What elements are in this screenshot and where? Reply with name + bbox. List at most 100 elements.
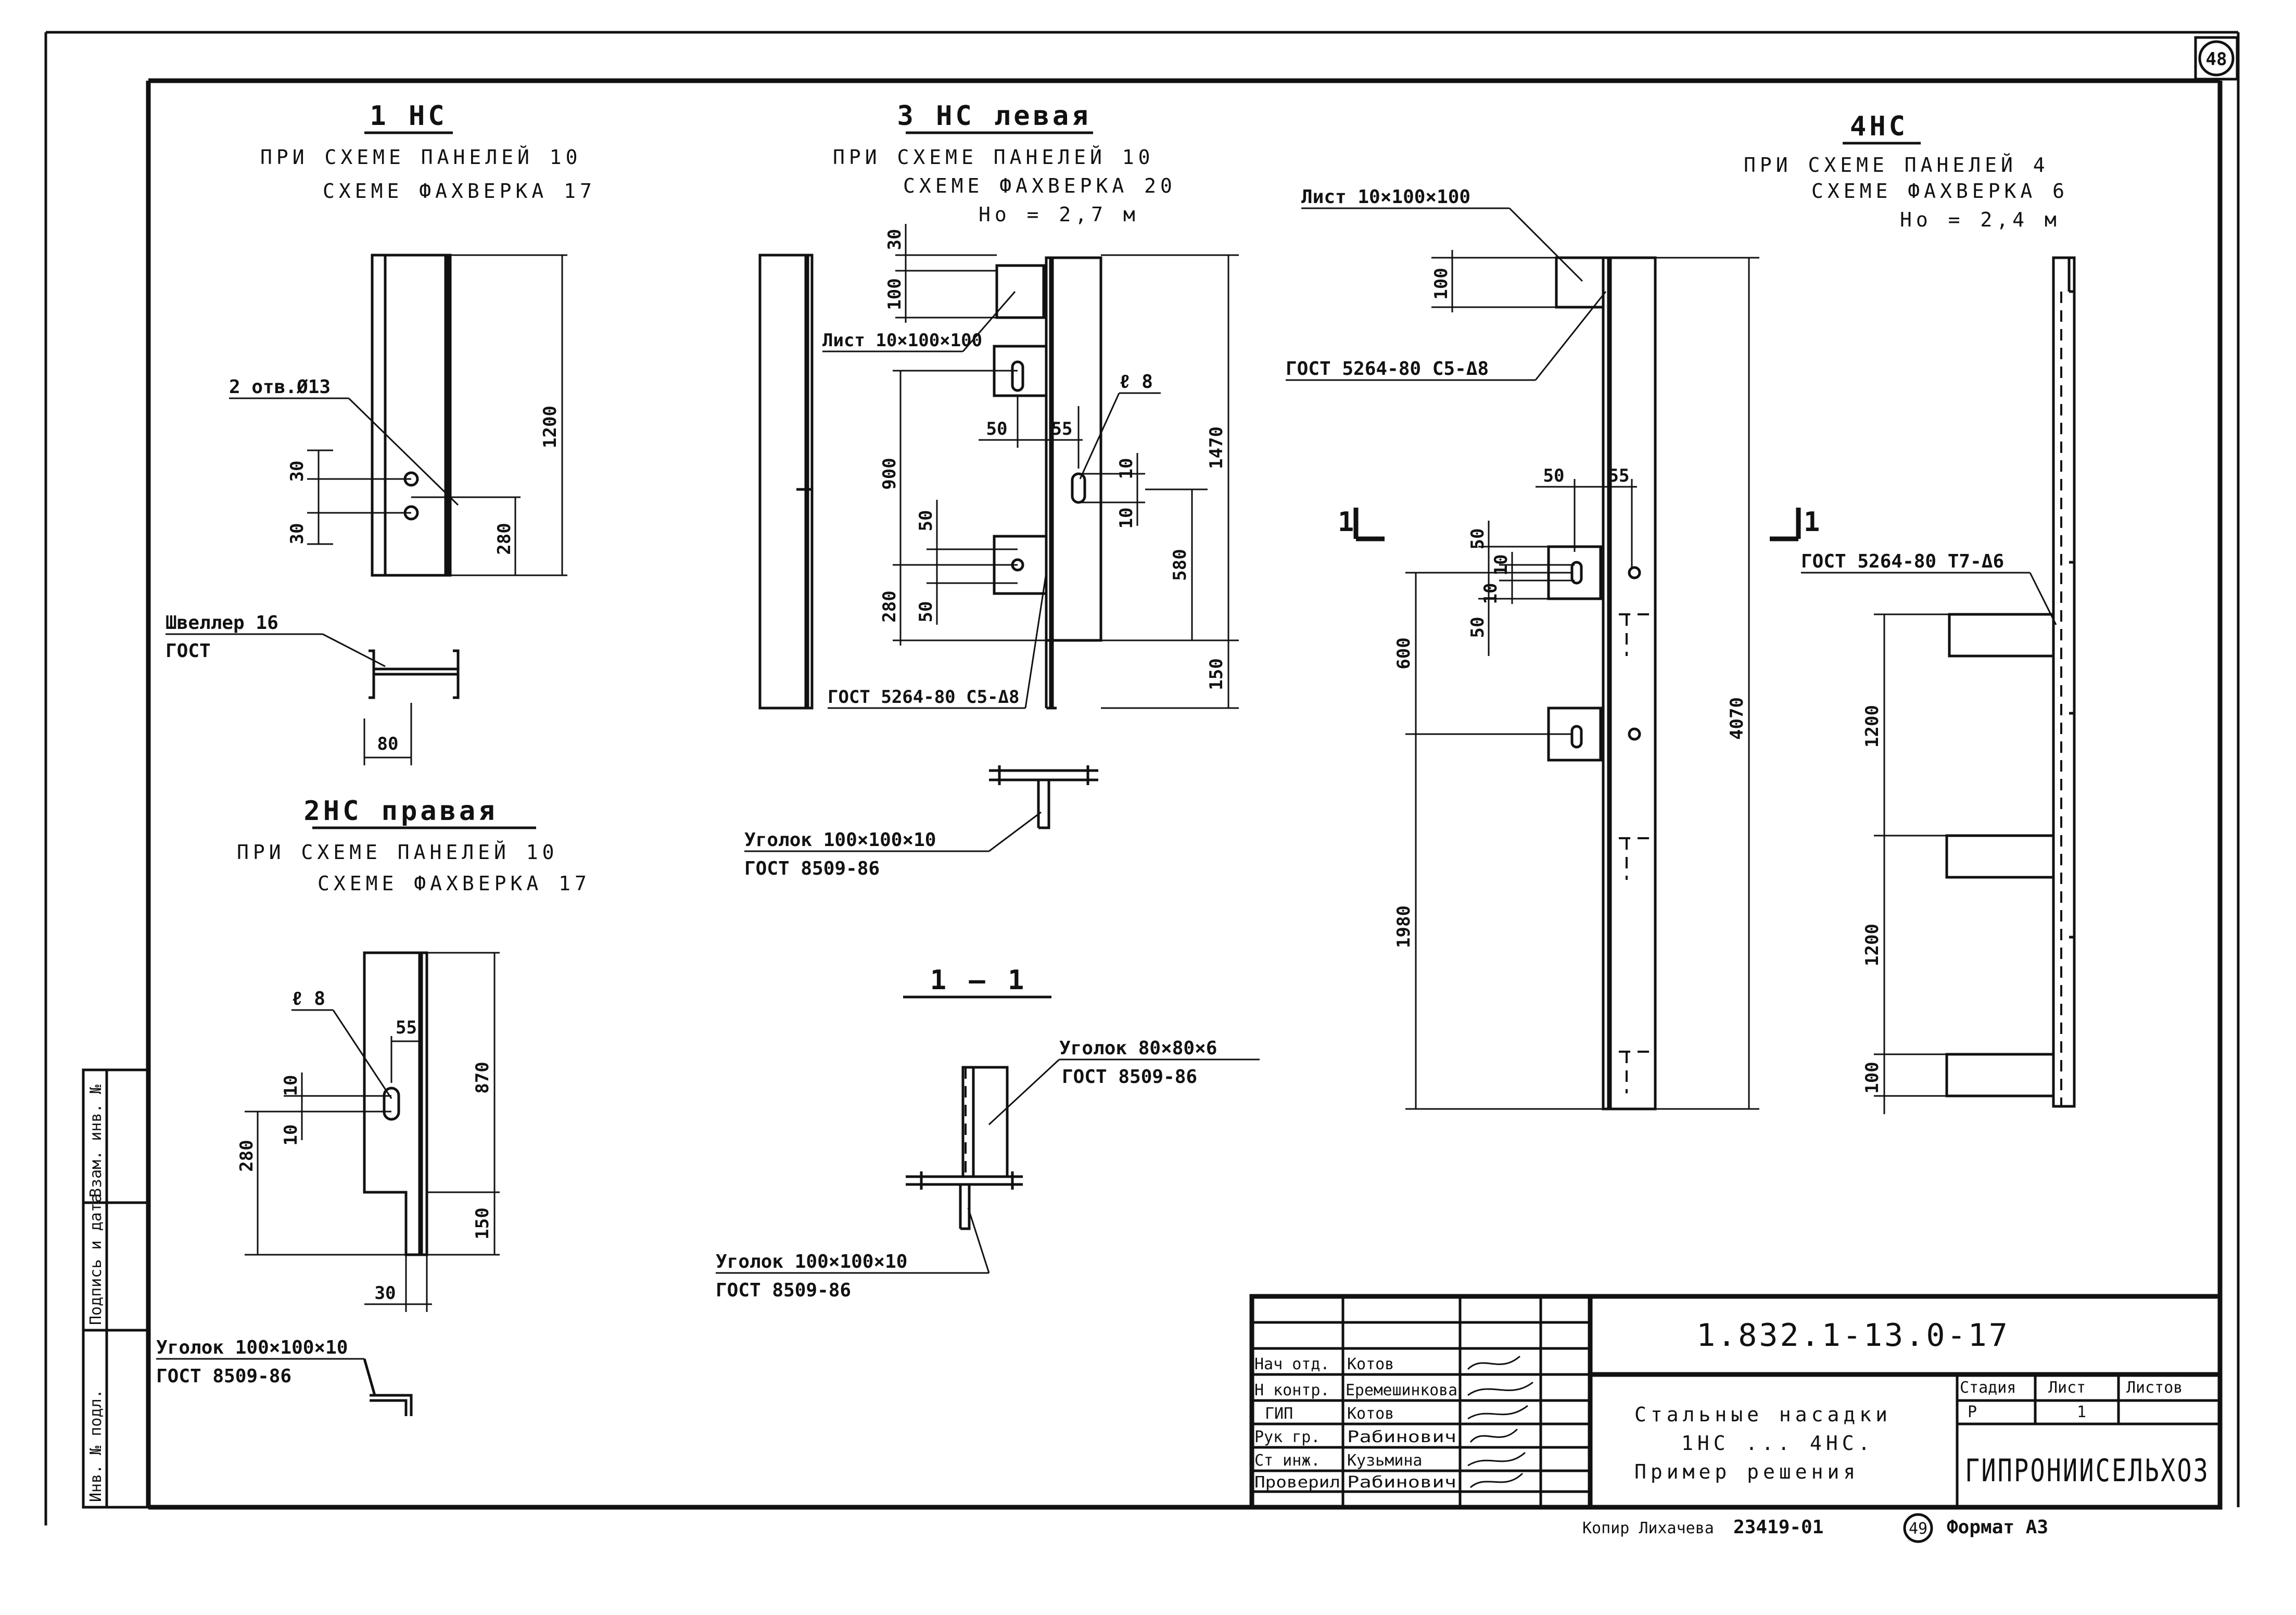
tb-role-2: ГИП (1265, 1405, 1293, 1423)
view-3hc-slot-label: ℓ 8 (1119, 371, 1153, 393)
section-angle-80 (961, 1066, 1009, 1178)
view-3hc-plate-label: Лист 10×100×100 (822, 330, 982, 351)
view-4hc-dim-50: 50 (1543, 465, 1565, 486)
view-4hc-dim-100: 100 (1431, 268, 1452, 299)
tb-name-2: Котов (1347, 1405, 1394, 1423)
view-4hc-dim-4070: 4070 (1727, 697, 1747, 740)
footer: Копир Лихачева 23419-01 49 Формат А3 (1582, 1513, 2048, 1543)
view-1hc-profile-label: Швеллер 16 (166, 612, 278, 634)
view-4hc-dim-10b: 10 (1480, 583, 1501, 604)
view-4hc-weld-label: ГОСТ 5264-80 С5-Δ8 (1286, 358, 1489, 380)
view-4hc-note-3: Но = 2,4 м (1900, 208, 2061, 231)
view-4hc-dim-600: 600 (1393, 637, 1414, 669)
sheet-frame: 48 (44, 31, 2240, 1525)
signatures (1467, 1355, 1533, 1488)
view-3hc: 3 НС левая ПРИ СХЕМЕ ПАНЕЛЕЙ 10 СХЕМЕ ФА… (744, 100, 1239, 879)
side-stamp-inv: Инв. № подл. (87, 1389, 105, 1502)
view-3hc-dim-100: 100 (884, 278, 905, 310)
view-2hc-plate (363, 951, 428, 1256)
tb-organization: ГИПРОНИИСЕЛЬХОЗ (1965, 1453, 2210, 1489)
tb-sheet-header: Лист (2048, 1379, 2086, 1397)
tb-role-0: Нач отд. (1254, 1355, 1330, 1373)
section-angle2-std: ГОСТ 8509-86 (716, 1280, 851, 1301)
tb-stage-header: Стадия (1960, 1379, 2016, 1397)
tb-name-1: Еремешинкова (1346, 1381, 1457, 1399)
tb-role-1: Н контр. (1254, 1381, 1330, 1399)
view-3hc-dim-50b: 50 (916, 601, 936, 623)
view-2hc-slot (383, 1087, 400, 1121)
view-4hc-dim-55: 55 (1608, 465, 1630, 486)
left-angle-shape (363, 1358, 413, 1416)
channel-section (369, 649, 460, 699)
view-4hc-dim-1200a: 1200 (1862, 705, 1883, 748)
view-4hc-dim-1200b: 1200 (1862, 924, 1883, 966)
view-1hc-note-1: ПРИ СХЕМЕ ПАНЕЛЕЙ 10 (260, 146, 582, 169)
view-3hc-dim-30: 30 (884, 229, 905, 250)
side-stamp: Инв. № подл. Подпись и дата Взам. инв. № (82, 1068, 150, 1509)
section-1-1: 1 – 1 Уголок 80×80×6 ГОСТ 8509-86 Уголок… (716, 965, 1260, 1301)
view-1hc-dim-1200: 1200 (540, 406, 561, 448)
tb-stage: Р (1968, 1403, 1977, 1421)
view-4hc-weld2-label: ГОСТ 5264-80 Т7-Δ6 (1801, 551, 2004, 572)
tb-role-3: Рук гр. (1254, 1428, 1320, 1446)
footer-copy: Копир Лихачева (1582, 1519, 1714, 1537)
side-stamp-replace: Взам. инв. № (87, 1084, 105, 1197)
view-4hc-cut-right: 1 (1804, 507, 1823, 538)
tb-name-5: Рабинович (1347, 1473, 1456, 1492)
view-3hc-dim-55: 55 (1051, 419, 1073, 439)
side-stamp-signature: Подпись и дата (87, 1193, 105, 1325)
view-4hc: 4НС ПРИ СХЕМЕ ПАНЕЛЕЙ 4 СХЕМЕ ФАХВЕРКА 6… (1286, 111, 2076, 1114)
footer-archive: 23419-01 (1733, 1517, 1823, 1538)
section-angle2-label: Уголок 100×100×10 (716, 1251, 907, 1272)
view-2hc-slot-label: ℓ 8 (291, 988, 325, 1010)
view-1hc-dim-30a: 30 (287, 461, 308, 482)
view-2hc-dim-10b: 10 (281, 1125, 301, 1146)
view-3hc-dim-50a: 50 (916, 510, 936, 532)
view-1hc-holes-label: 2 отв.Ø13 (229, 376, 331, 398)
view-2hc-note-1: ПРИ СХЕМЕ ПАНЕЛЕЙ 10 (237, 841, 559, 864)
section-angle1-std: ГОСТ 8509-86 (1062, 1066, 1197, 1088)
tb-sheets-header: Листов (2126, 1379, 2183, 1397)
tb-title-2: 1НС ... 4НС. (1681, 1432, 1874, 1455)
view-1hc: 1 НС ПРИ СХЕМЕ ПАНЕЛЕЙ 10 СХЕМЕ ФАХВЕРКА… (166, 100, 596, 765)
tb-name-3: Рабинович (1347, 1428, 1456, 1446)
left-angle-label: Уголок 100×100×10 (156, 1337, 348, 1358)
view-3hc-right-profile (1045, 256, 1102, 642)
view-4hc-dim-50b: 50 (1467, 617, 1488, 638)
view-3hc-angle-section (989, 769, 1098, 829)
view-3hc-note-3: Но = 2,7 м (979, 203, 1139, 226)
footer-format: Формат А3 (1947, 1517, 2048, 1538)
section-title: 1 – 1 (930, 965, 1028, 996)
view-3hc-dim-280: 280 (879, 590, 900, 622)
sheet-number: 48 (2206, 49, 2227, 70)
view-2hc-dim-10a: 10 (281, 1075, 301, 1096)
view-2hc-dim-280: 280 (236, 1140, 257, 1171)
view-3hc-title: 3 НС левая (897, 100, 1091, 132)
view-3hc-dim-1470: 1470 (1206, 426, 1227, 469)
view-1hc-dim-80: 80 (377, 734, 399, 754)
view-4hc-right-profile (2052, 256, 2076, 1108)
view-4hc-dim-100b: 100 (1862, 1062, 1883, 1093)
view-4hc-plate-label: Лист 10×100×100 (1301, 186, 1470, 208)
view-3hc-dim-50c: 50 (986, 419, 1008, 439)
view-2hc-dim-30: 30 (375, 1283, 396, 1304)
tb-role-4: Ст инж. (1254, 1452, 1320, 1470)
view-3hc-dim-10b: 10 (1116, 508, 1137, 529)
view-1hc-profile-std: ГОСТ (166, 640, 211, 662)
section-angle-100 (906, 1175, 1023, 1230)
view-2hc-title: 2НС правая (303, 796, 498, 827)
view-3hc-left-profile (758, 254, 814, 710)
view-3hc-angle-std: ГОСТ 8509-86 (744, 858, 880, 879)
tb-sheet: 1 (2077, 1403, 2086, 1421)
view-2hc-dim-150: 150 (472, 1207, 493, 1239)
view-1hc-note-2: СХЕМЕ ФАХВЕРКА 17 (323, 180, 596, 203)
view-3hc-dim-150: 150 (1206, 658, 1227, 690)
footer-page: 49 (1909, 1520, 1927, 1538)
view-2hc-dim-55: 55 (396, 1017, 417, 1038)
view-2hc: 2НС правая ПРИ СХЕМЕ ПАНЕЛЕЙ 10 СХЕМЕ ФА… (236, 796, 587, 1312)
section-angle1-label: Уголок 80×80×6 (1059, 1038, 1217, 1059)
view-1hc-dim-280: 280 (494, 523, 515, 554)
view-4hc-note-2: СХЕМЕ ФАХВЕРКА 6 (1811, 180, 2069, 203)
view-4hc-dim-1980: 1980 (1393, 905, 1414, 948)
